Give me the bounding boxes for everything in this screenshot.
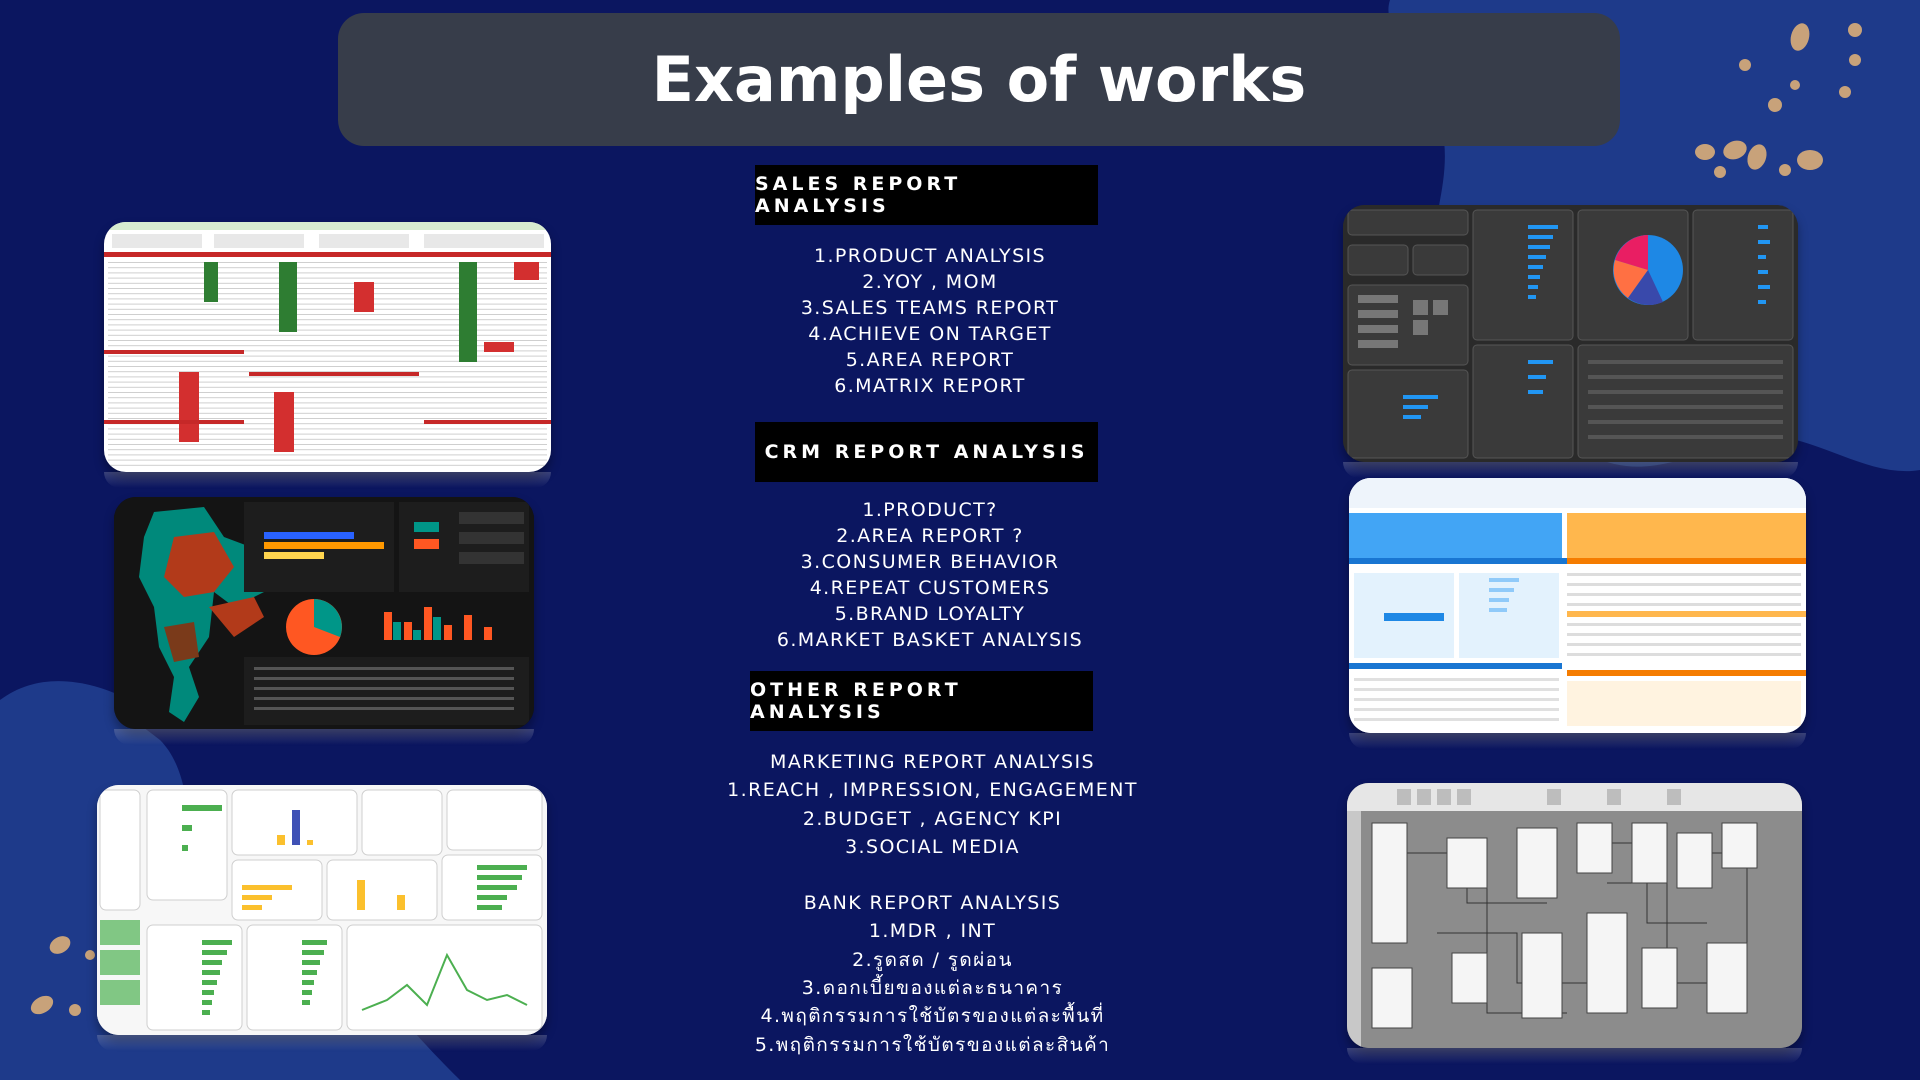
list-item: 1.PRODUCT ANALYSIS	[814, 245, 1046, 267]
table-row-line	[108, 345, 547, 347]
table-row-line	[108, 412, 547, 414]
decorative-dots-bottom-left	[30, 936, 95, 1016]
table-row-line	[108, 314, 547, 315]
list-item: 6.MARKET BASKET ANALYSIS	[776, 629, 1084, 651]
table-row-line	[108, 282, 547, 284]
table-row-line	[108, 418, 547, 419]
section-heading-sales: SALES REPORT ANALYSIS	[755, 165, 1098, 225]
list-item: 1.MDR , INT	[868, 920, 997, 943]
sales-table-report-thumbnail	[104, 222, 551, 472]
list-item: 5.AREA REPORT	[845, 349, 1015, 371]
list-item: 2.YOY , MOM	[862, 271, 998, 293]
list-item	[700, 861, 1165, 889]
list-item: 4.พฤติกรรมการใช้บัตรของแต่ละพื้นที่	[760, 1005, 1105, 1028]
table-row-line	[108, 407, 547, 409]
table-row-line	[108, 298, 547, 300]
table-row-line	[108, 277, 547, 279]
list-item: 2.BUDGET , AGENCY KPI	[802, 807, 1063, 830]
thumbnail-reflection	[114, 729, 534, 745]
table-row-line	[108, 464, 547, 466]
table-row-line	[108, 376, 547, 378]
table-row-line	[108, 449, 547, 451]
marketing-dashboard-thumbnail	[97, 785, 547, 1035]
table-row-line	[108, 428, 547, 430]
table-row-line	[108, 381, 547, 383]
table-row-line	[108, 444, 547, 445]
table-row-line	[108, 402, 547, 404]
decorative-dots-top-right	[1695, 23, 1862, 178]
table-row-line	[108, 262, 547, 263]
table-row-line	[108, 303, 547, 305]
table-row-line	[108, 272, 547, 274]
thumbnail-reflection	[1343, 462, 1798, 478]
table-row-line	[108, 386, 547, 388]
list-item: 3.ดอกเบี้ยของแต่ละธนาคาร	[801, 977, 1064, 1000]
list-item: BANK REPORT ANALYSIS	[803, 892, 1062, 915]
table-row-line	[108, 334, 547, 336]
sales-report-list: 1.PRODUCT ANALYSIS 2.YOY , MOM 3.SALES T…	[730, 243, 1130, 399]
data-model-diagram-thumbnail	[1347, 783, 1802, 1048]
list-item: 2.รูดสด / รูดผ่อน	[852, 948, 1013, 971]
thumbnail-reflection	[1347, 1048, 1802, 1064]
table-row-line	[108, 459, 547, 461]
thumbnail-reflection	[104, 472, 551, 488]
table-row-line	[108, 454, 547, 456]
table-row-line	[108, 423, 547, 425]
section-heading-crm: CRM REPORT ANALYSIS	[755, 422, 1098, 482]
list-item: 3.CONSUMER BEHAVIOR	[800, 551, 1060, 573]
table-row-line	[108, 397, 547, 399]
thumbnail-reflection	[1349, 733, 1806, 749]
table-row-line	[108, 319, 547, 321]
list-item: MARKETING REPORT ANALYSIS	[770, 751, 1095, 773]
dark-crm-dashboard-thumbnail	[1343, 205, 1798, 462]
page-title: Examples of works	[651, 43, 1307, 116]
list-item: 5.พฤติกรรมการใช้บัตรของแต่ละสินค้า	[754, 1033, 1111, 1056]
table-row-line	[108, 371, 547, 373]
table-row-line	[108, 308, 547, 310]
table-row-line	[108, 267, 547, 269]
list-item: 6.MATRIX REPORT	[834, 375, 1026, 397]
table-row-line	[108, 360, 547, 362]
table-row-line	[108, 366, 547, 367]
thailand-map-dashboard-thumbnail	[114, 497, 534, 729]
other-report-list: MARKETING REPORT ANALYSIS 1.REACH , IMPR…	[700, 748, 1165, 1059]
table-row-line	[108, 433, 547, 435]
title-bar: Examples of works	[338, 13, 1620, 146]
table-row-line	[108, 392, 547, 393]
section-heading-other: OTHER REPORT ANALYSIS	[750, 671, 1093, 731]
table-row-line	[108, 350, 547, 352]
blue-matrix-report-thumbnail	[1349, 478, 1806, 733]
list-item: 1.PRODUCT?	[862, 499, 998, 521]
list-item: 4.ACHIEVE ON TARGET	[808, 323, 1052, 345]
crm-report-list: 1.PRODUCT? 2.AREA REPORT ? 3.CONSUMER BE…	[730, 497, 1130, 653]
list-item: 2.AREA REPORT ?	[836, 525, 1024, 547]
table-row-line	[108, 329, 547, 331]
table-row-line	[108, 288, 547, 289]
table-row-line	[108, 324, 547, 326]
list-item: 3.SOCIAL MEDIA	[845, 835, 1020, 858]
table-row-line	[108, 340, 547, 341]
list-item: 5.BRAND LOYALTY	[834, 603, 1026, 625]
list-item: 4.REPEAT CUSTOMERS	[809, 577, 1051, 599]
list-item: 1.REACH , IMPRESSION, ENGAGEMENT	[727, 779, 1138, 802]
thumbnail-reflection	[97, 1035, 547, 1051]
table-row-line	[108, 293, 547, 295]
table-row-line	[108, 438, 547, 440]
list-item: 3.SALES TEAMS REPORT	[800, 297, 1060, 319]
table-row-line	[108, 355, 547, 357]
